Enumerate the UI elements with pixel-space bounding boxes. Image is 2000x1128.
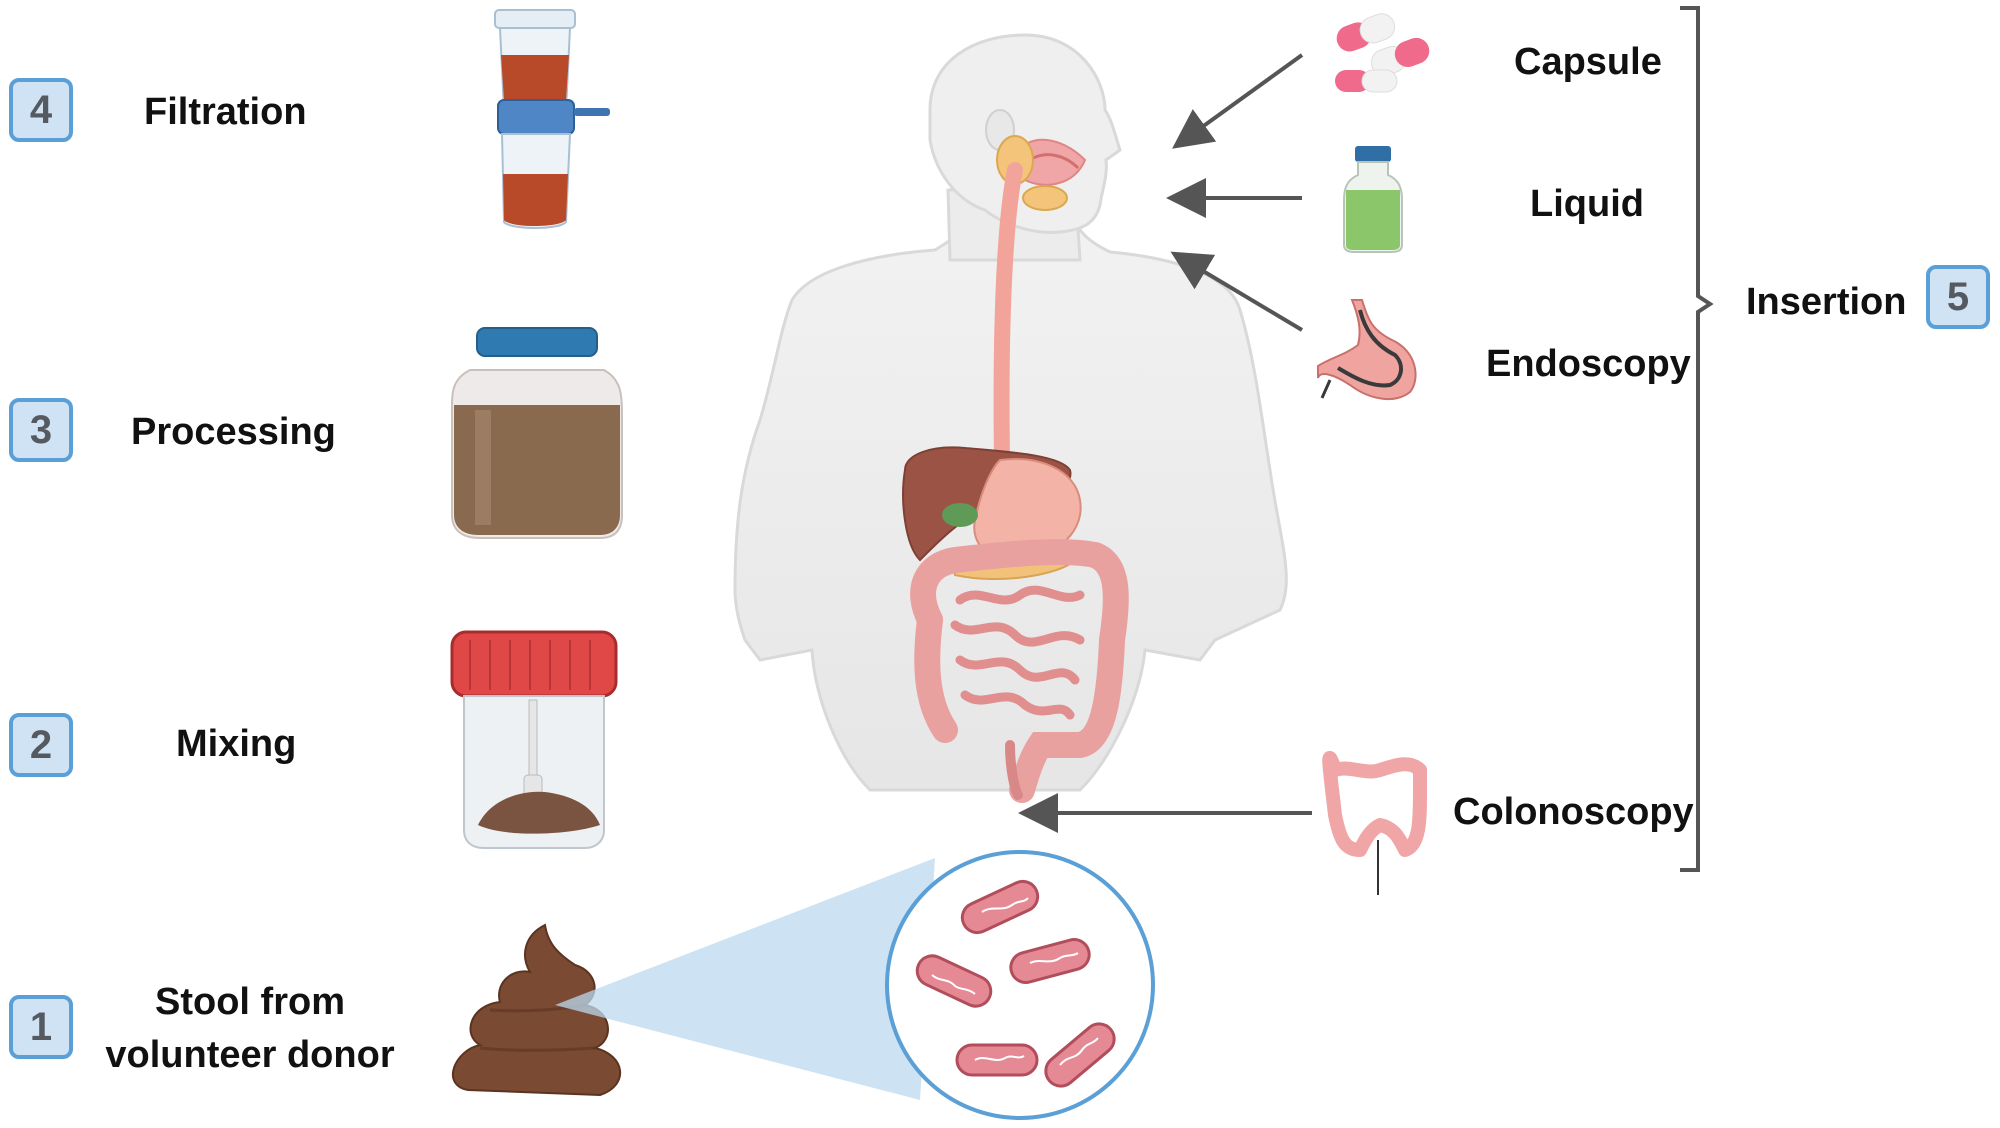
route-label-liquid: Liquid xyxy=(1530,183,1644,225)
step-badge-5: 5 xyxy=(1926,265,1990,329)
route-arrows xyxy=(1018,53,1312,833)
capsule-icon xyxy=(1335,13,1430,93)
stomach-endoscope-icon xyxy=(1317,299,1417,400)
route-label-capsule: Capsule xyxy=(1514,41,1662,83)
step-label-filtration: Filtration xyxy=(144,91,307,133)
magnification-cone xyxy=(555,858,935,1100)
bacteria-magnified-view xyxy=(885,850,1155,1120)
step-label-mixing: Mixing xyxy=(176,723,297,765)
route-label-endoscopy: Endoscopy xyxy=(1486,343,1691,385)
step-label-stool-line1: Stool from xyxy=(155,981,345,1023)
arrow-capsule xyxy=(1172,53,1304,149)
processing-jar-icon xyxy=(450,327,623,539)
esophagus xyxy=(993,162,1023,468)
digestive-organs xyxy=(902,446,1129,803)
step-label-insertion: Insertion xyxy=(1746,281,1907,323)
step-badge-1: 1 xyxy=(9,995,73,1059)
step-label-processing: Processing xyxy=(131,411,336,453)
arrow-endoscopy xyxy=(1170,251,1304,332)
step-badge-2: 2 xyxy=(9,713,73,777)
insertion-bracket xyxy=(1680,6,1714,872)
filtration-apparatus-icon xyxy=(494,9,610,229)
step-label-stool-line2: volunteer donor xyxy=(105,1034,395,1076)
route-label-colonoscopy: Colonoscopy xyxy=(1453,791,1694,833)
step-badge-3: 3 xyxy=(9,398,73,462)
colon-icon xyxy=(1322,750,1427,895)
liquid-bottle-icon xyxy=(1343,146,1403,253)
step-badge-4: 4 xyxy=(9,78,73,142)
mixing-container-icon xyxy=(450,630,618,849)
stool-icon xyxy=(451,923,621,1097)
